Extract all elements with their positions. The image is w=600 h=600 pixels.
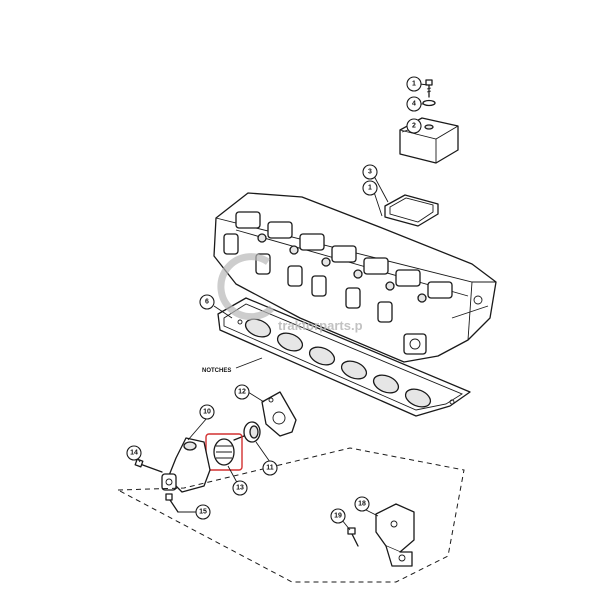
callout-18: 18 [354,496,370,512]
part-bolt [425,79,433,98]
svg-text:2: 2 [412,123,416,130]
callout-1: 1 [362,180,378,196]
part-thermostat [213,435,245,466]
svg-text:3: 3 [368,169,372,176]
callout-2: 2 [406,118,422,134]
svg-text:19: 19 [334,513,342,520]
part-bolt-short [165,493,179,513]
svg-text:1: 1 [368,185,372,192]
svg-text:10: 10 [203,409,211,416]
part-washer [422,99,436,107]
notches-label: NOTCHES [202,368,231,374]
callout-15: 15 [195,504,211,520]
part-screw [347,527,359,547]
callout-12: 12 [234,384,250,400]
callout-6: 6 [199,294,215,310]
callout-10: 10 [199,404,215,420]
part-seal [243,421,261,443]
svg-text:13: 13 [236,485,244,492]
svg-text:6: 6 [205,299,209,306]
svg-text:4: 4 [412,101,416,108]
part-cover-gasket [384,194,439,227]
callout-5: 1 [406,76,422,92]
part-head-gasket [217,297,471,417]
svg-text:15: 15 [199,509,207,516]
svg-text:12: 12 [238,389,246,396]
svg-text:11: 11 [266,465,274,472]
callout-19: 19 [330,508,346,524]
svg-text:14: 14 [130,450,138,457]
watermark-logo-icon [217,253,275,321]
part-bolt-long [134,458,163,473]
watermark-text: traktorparts.p [278,318,363,333]
callout-14: 14 [126,445,142,461]
svg-text:18: 18 [358,501,366,508]
dashed-assembly-line [117,447,465,583]
svg-text:1: 1 [412,81,416,88]
part-cylinder-head [213,192,497,363]
part-bracket [375,503,415,567]
part-housing-gasket [261,391,297,437]
callout-3: 3 [362,164,378,180]
callout-11: 11 [262,460,278,476]
callout-13: 13 [232,480,248,496]
callout-4: 4 [406,96,422,112]
watermark: traktorparts.p [217,253,363,333]
notches-annotation: NOTCHES [202,357,263,374]
